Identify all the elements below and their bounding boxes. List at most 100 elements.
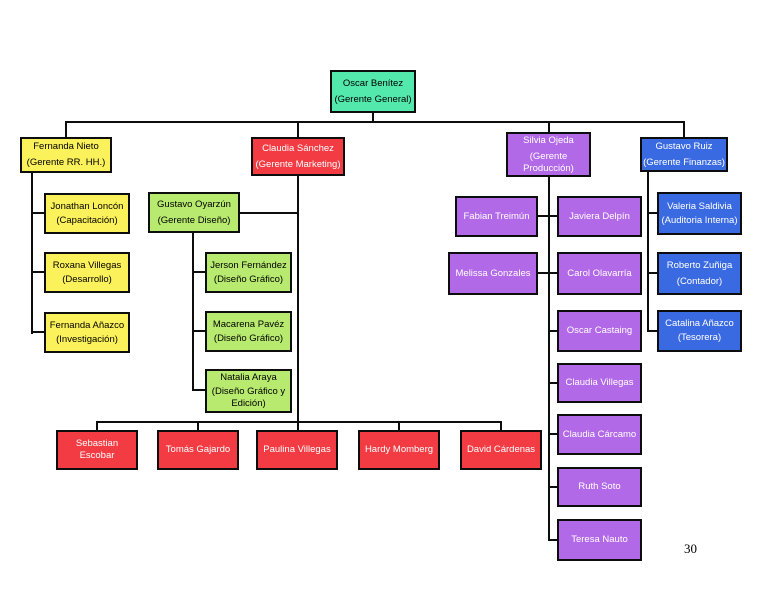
node-auditoria-interna: Valeria Saldivia (Auditoria Interna) (657, 192, 742, 235)
connector-rrhh-stub-3 (31, 331, 44, 333)
connector-produccion-stub-left-2 (538, 272, 548, 274)
connector-marketing-row-bar (96, 421, 502, 423)
node-name: Fernanda Añazco (49, 319, 125, 331)
connector-root-trunk (372, 113, 374, 122)
node-gerente-rrhh: Fernanda Nieto (Gerente RR. HH.) (20, 137, 112, 173)
node-role: (Desarrollo) (62, 273, 112, 285)
node-capacitacion: Jonathan Loncón (Capacitación) (44, 193, 130, 234)
node-marketing-member-2: Tomás Gajardo (157, 430, 239, 470)
node-name: Roxana Villegas (52, 259, 122, 271)
node-name: Claudia Villegas (565, 377, 634, 388)
node-marketing-member-5: David Cárdenas (460, 430, 542, 470)
connector-produccion-stub-right-3 (548, 330, 557, 332)
node-name: Valeria Saldivia (667, 200, 732, 212)
node-name: Catalina Añazco (665, 318, 734, 329)
connector-produccion-stub-left-1 (538, 215, 548, 217)
node-contador: Roberto Zuñiga (Contador) (657, 252, 742, 295)
node-name: Claudia Cárcamo (562, 428, 637, 440)
connector-produccion-stub-right-6 (548, 486, 557, 488)
node-role: (Auditoria Interna) (661, 214, 738, 226)
node-role: (Gerente General) (334, 93, 412, 105)
node-gerente-diseno: Gustavo Oyarzún (Gerente Diseño) (148, 192, 240, 233)
node-name: Paulina Villegas (263, 444, 331, 455)
node-produccion-right-6: Ruth Soto (557, 467, 642, 507)
node-gerente-produccion: Silvia Ojeda (Gerente Producción) (506, 132, 591, 177)
connector-design-stub-1 (192, 271, 205, 273)
connector-finanzas-stub-1 (647, 212, 657, 214)
connector-produccion-stub-right-2 (548, 272, 557, 274)
node-name: Fernanda Nieto (33, 141, 99, 152)
connector-drop-marketing (297, 121, 299, 137)
node-name: David Cárdenas (466, 444, 536, 455)
connector-marketing-drop-4 (398, 421, 400, 430)
node-produccion-right-2: Carol Olavarría (557, 252, 642, 295)
node-desarrollo: Roxana Villegas (Desarrollo) (44, 252, 130, 293)
node-diseno-grafico-edicion: Natalia Araya (Diseño Gráfico y Edición) (205, 369, 292, 413)
node-name: Carol Olavarría (567, 267, 632, 279)
node-role: (Diseño Gráfico) (213, 332, 284, 344)
node-name: Gustavo Oyarzún (157, 198, 231, 210)
node-produccion-left-2: Melissa Gonzales (448, 252, 538, 295)
connector-design-stub-2 (192, 330, 205, 332)
node-produccion-right-4: Claudia Villegas (557, 363, 642, 403)
node-name: Roberto Zuñiga (666, 259, 733, 271)
node-name: Teresa Nauto (571, 534, 628, 545)
connector-finanzas-stub-3 (647, 330, 657, 332)
node-gerente-general: Oscar Benítez (Gerente General) (330, 70, 416, 113)
node-role: (Tesorera) (677, 332, 722, 343)
node-marketing-member-4: Hardy Momberg (358, 430, 440, 470)
node-name: Ruth Soto (578, 481, 621, 492)
connector-produccion-stub-right-7 (548, 539, 557, 541)
connector-marketing-drop-3 (297, 421, 299, 430)
node-diseno-grafico-1: Jerson Fernández (Diseño Gráfico) (205, 252, 292, 293)
connector-marketing-trunk (297, 176, 299, 423)
node-name: Jerson Fernández (210, 259, 287, 271)
node-produccion-right-3: Oscar Castaing (557, 310, 642, 352)
node-name: Fabian Treimún (463, 210, 530, 222)
connector-produccion-stub-right-4 (548, 382, 557, 384)
node-role: (Gerente RR. HH.) (26, 157, 106, 168)
node-role: (Gerente Producción) (523, 150, 574, 174)
connector-design-trunk (192, 233, 194, 391)
node-marketing-member-3: Paulina Villegas (256, 430, 338, 470)
node-investigacion: Fernanda Añazco (Investigación) (44, 312, 130, 353)
node-marketing-member-1: Sebastian Escobar (56, 430, 138, 470)
connector-produccion-trunk (548, 177, 550, 541)
node-name: Macarena Pavéz (212, 318, 285, 330)
node-role: (Diseño Gráfico y Edición) (211, 386, 286, 409)
connector-drop-produccion (548, 121, 550, 132)
connector-rrhh-stub-2 (31, 271, 44, 273)
node-role: (Gerente Finanzas) (643, 156, 725, 168)
node-produccion-right-5: Claudia Cárcamo (557, 414, 642, 455)
connector-produccion-stub-right-5 (548, 433, 557, 435)
connector-rrhh-trunk (31, 173, 33, 334)
node-role: (Gerente Diseño) (157, 214, 231, 226)
node-gerente-marketing: Claudia Sánchez (Gerente Marketing) (251, 137, 345, 176)
node-role: (Capacitación) (56, 214, 118, 226)
connector-design-stub-3 (192, 389, 205, 391)
node-name: Melissa Gonzales (455, 267, 531, 279)
node-produccion-right-7: Teresa Nauto (557, 519, 642, 561)
node-name: Gustavo Ruiz (655, 140, 713, 152)
node-role: (Diseño Gráfico) (213, 273, 284, 285)
node-name: Javiera Delpín (569, 210, 630, 222)
node-name: Oscar Benítez (342, 77, 404, 89)
node-name: Oscar Castaing (566, 325, 633, 336)
node-name: Sebastian Escobar (75, 438, 119, 461)
node-name: Jonathan Loncón (50, 200, 124, 212)
connector-marketing-drop-1 (96, 421, 98, 430)
node-name: Claudia Sánchez (262, 142, 334, 154)
connector-rrhh-stub-1 (31, 212, 44, 214)
connector-marketing-drop-5 (500, 421, 502, 430)
connector-finanzas-trunk (647, 172, 649, 332)
connector-marketing-drop-2 (197, 421, 199, 430)
node-name: Tomás Gajardo (165, 444, 231, 455)
node-produccion-left-1: Fabian Treimún (455, 196, 538, 237)
connector-produccion-stub-right-1 (548, 215, 557, 217)
node-tesorera: Catalina Añazco (Tesorera) (657, 310, 742, 352)
connector-drop-rrhh (65, 121, 67, 137)
node-name: Hardy Momberg (364, 444, 434, 455)
node-role: (Investigación) (56, 333, 118, 345)
page-number: 30 (684, 541, 697, 556)
